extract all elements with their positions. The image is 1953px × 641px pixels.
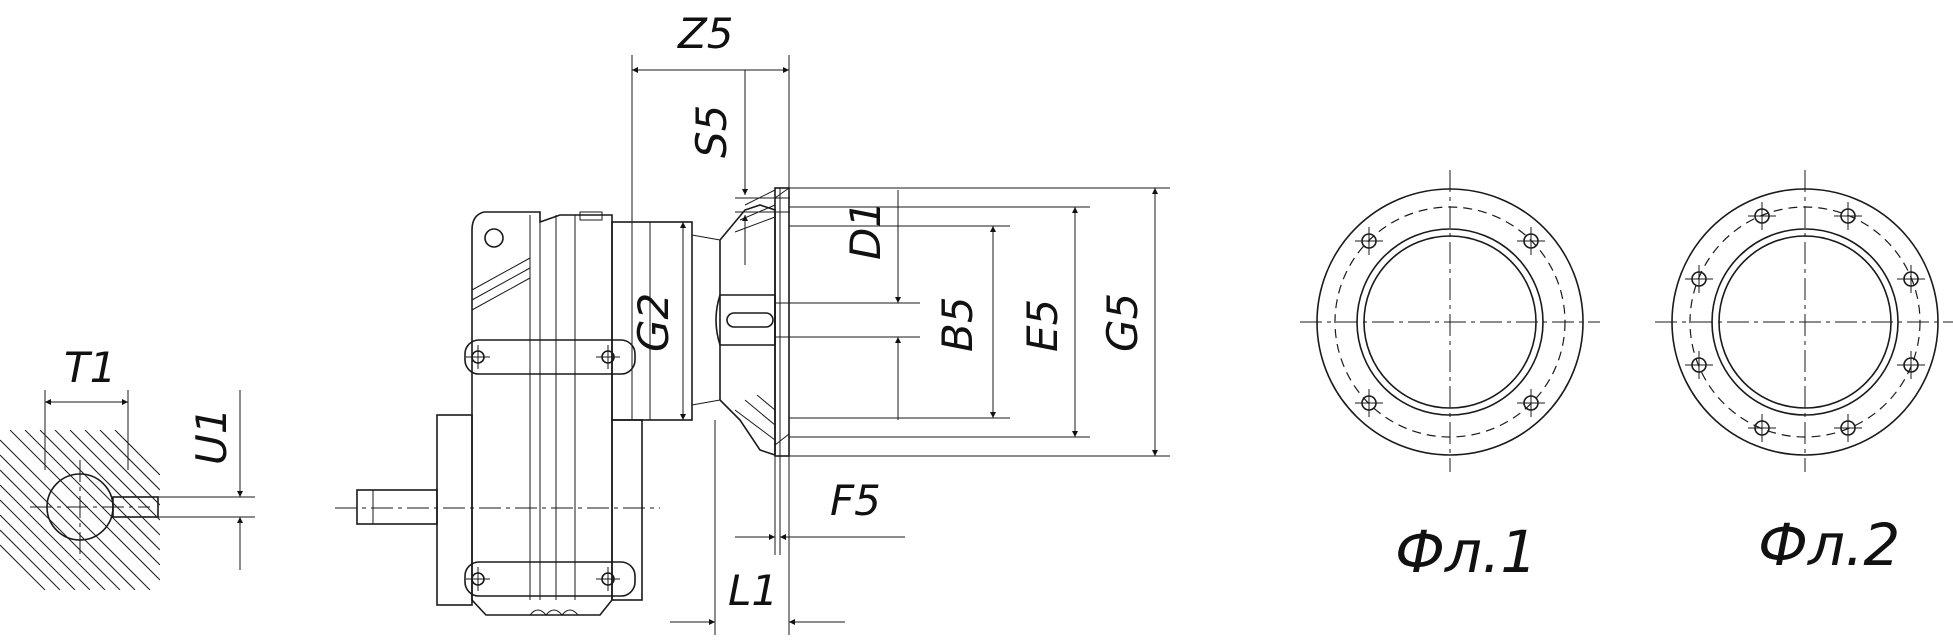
label-s5: S5 [687, 105, 736, 158]
gearbox-side-view [335, 187, 790, 616]
bolt-holes [1355, 227, 1545, 417]
label-t1: T1 [64, 343, 116, 392]
label-u1: U1 [187, 408, 236, 465]
label-l1: L1 [728, 566, 778, 615]
label-f5: F5 [830, 476, 881, 525]
label-g5: G5 [1098, 293, 1147, 352]
label-e5: E5 [1018, 299, 1067, 352]
hatching [0, 430, 160, 590]
label-g2: G2 [629, 293, 678, 352]
flange-2-view [1655, 170, 1953, 472]
dimension-lines [631, 55, 1170, 635]
label-flange-1: Фл.1 [1395, 518, 1537, 586]
shaft-key-section [0, 390, 255, 590]
label-flange-2: Фл.2 [1758, 511, 1900, 579]
bolt-holes [1685, 202, 1925, 442]
label-z5: Z5 [677, 9, 734, 58]
label-b5: B5 [933, 296, 982, 352]
flange-1-view [1300, 170, 1600, 472]
label-d1: D1 [841, 201, 890, 260]
